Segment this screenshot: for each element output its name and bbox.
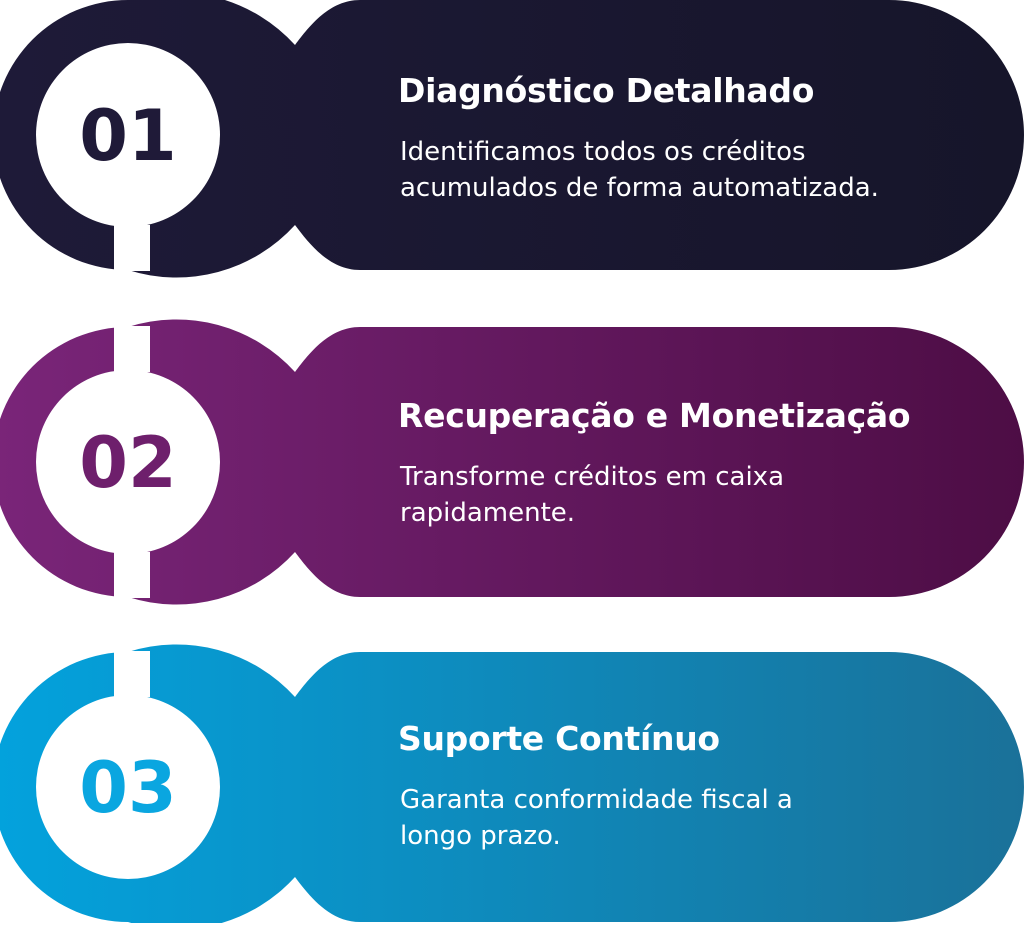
step-3-rail bbox=[114, 651, 150, 697]
step-1-number-badge bbox=[36, 43, 220, 227]
step-3-title: Suporte Contínuo bbox=[398, 719, 720, 758]
step-2-rail-bottom bbox=[114, 552, 150, 598]
step-3: 03 bbox=[0, 644, 1024, 927]
step-1-title: Diagnóstico Detalhado bbox=[398, 71, 815, 110]
step-3-shape bbox=[0, 644, 1024, 927]
step-1-number: 01 bbox=[79, 95, 176, 177]
step-2-rail-top bbox=[114, 326, 150, 372]
step-1-rail bbox=[114, 225, 150, 271]
step-3-number: 03 bbox=[79, 747, 176, 829]
step-2: 02 bbox=[0, 319, 1024, 605]
step-2-description: Transforme créditos em caixa rapidamente… bbox=[400, 462, 784, 528]
step-2-number: 02 bbox=[79, 422, 176, 504]
step-1-shape bbox=[0, 0, 1024, 278]
step-1: 01 bbox=[0, 0, 1024, 278]
step-2-title: Recuperação e Monetização bbox=[398, 396, 911, 435]
step-2-number-badge bbox=[36, 370, 220, 554]
step-3-description: Garanta conformidade fiscal a longo praz… bbox=[400, 785, 793, 851]
step-1-description: Identificamos todos os créditos acumulad… bbox=[400, 137, 879, 203]
step-3-number-badge bbox=[36, 695, 220, 879]
step-2-shape bbox=[0, 319, 1024, 605]
